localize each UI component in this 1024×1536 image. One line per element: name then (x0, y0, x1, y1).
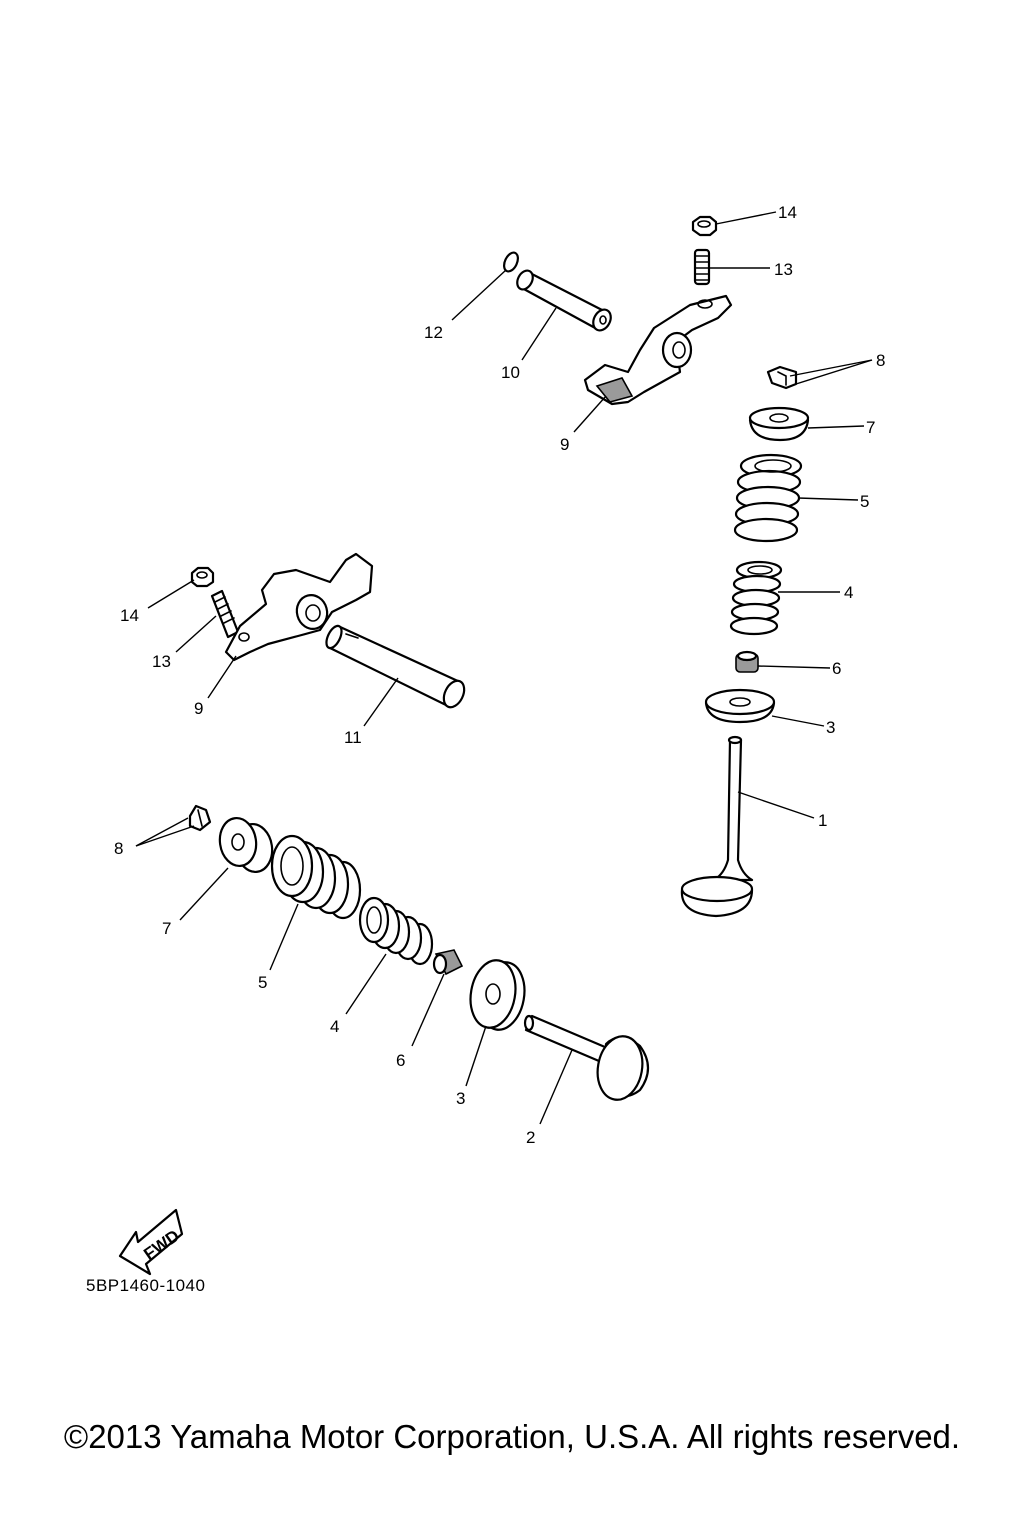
part-14-nut-left (190, 566, 215, 588)
callout-5-top: 5 (860, 492, 869, 511)
callout-6-left: 6 (396, 1051, 405, 1070)
copyright-notice: ©2013 Yamaha Motor Corporation, U.S.A. A… (63, 1418, 961, 1455)
callout-10: 10 (501, 363, 520, 382)
part-13-adjusting-screw-top (693, 248, 711, 286)
callout-7-top: 7 (866, 418, 875, 437)
callout-5-left: 5 (258, 973, 267, 992)
callout-2: 2 (526, 1128, 535, 1147)
callout-14-top: 14 (778, 203, 797, 222)
part-3-spring-seat-left (469, 959, 526, 1031)
leader-lines (135, 211, 873, 1125)
fwd-arrow-icon: FWD (118, 1208, 184, 1276)
diagram-code: 5BP1460-1040 (86, 1276, 206, 1295)
part-1-intake-valve (680, 735, 754, 918)
callout-6-top: 6 (832, 659, 841, 678)
part-14-nut-top (691, 215, 718, 237)
part-8-cotters-left (188, 804, 212, 832)
part-4-inner-spring-left (358, 896, 434, 966)
callout-14-left: 14 (120, 606, 139, 625)
callout-9-left: 9 (194, 699, 203, 718)
part-10-rocker-shaft (516, 269, 612, 332)
part-2-exhaust-valve (523, 1014, 650, 1101)
callout-4-left: 4 (330, 1017, 339, 1036)
callout-12: 12 (424, 323, 443, 342)
part-13-adjusting-screw-left (210, 589, 240, 639)
part-11-rocker-shaft (325, 624, 466, 709)
part-7-retainer-left (218, 817, 274, 873)
part-4-inner-spring-top (729, 560, 783, 636)
callout-9-top: 9 (560, 435, 569, 454)
callout-1: 1 (818, 811, 827, 830)
callout-13-left: 13 (152, 652, 171, 671)
part-5-outer-spring-left (270, 834, 362, 920)
callout-numbers: 14 13 12 10 9 8 7 5 4 6 3 1 14 13 9 11 8… (114, 203, 885, 1147)
part-12-o-ring (503, 251, 519, 273)
part-9-rocker-arm-left (224, 552, 374, 662)
part-6-stem-seal-left (432, 949, 464, 976)
part-7-retainer-top (748, 406, 810, 442)
callout-3-top: 3 (826, 718, 835, 737)
part-3-spring-seat-top (704, 688, 776, 724)
part-8-cotters-top (766, 365, 798, 390)
callout-11: 11 (344, 728, 362, 747)
part-6-stem-seal-top (735, 650, 759, 673)
callout-8-left: 8 (114, 839, 123, 858)
callout-3-left: 3 (456, 1089, 465, 1108)
callout-4-top: 4 (844, 583, 853, 602)
callout-8-top: 8 (876, 351, 885, 370)
callout-13-top: 13 (774, 260, 793, 279)
part-5-outer-spring-top (733, 453, 803, 543)
callout-7-left: 7 (162, 919, 171, 938)
